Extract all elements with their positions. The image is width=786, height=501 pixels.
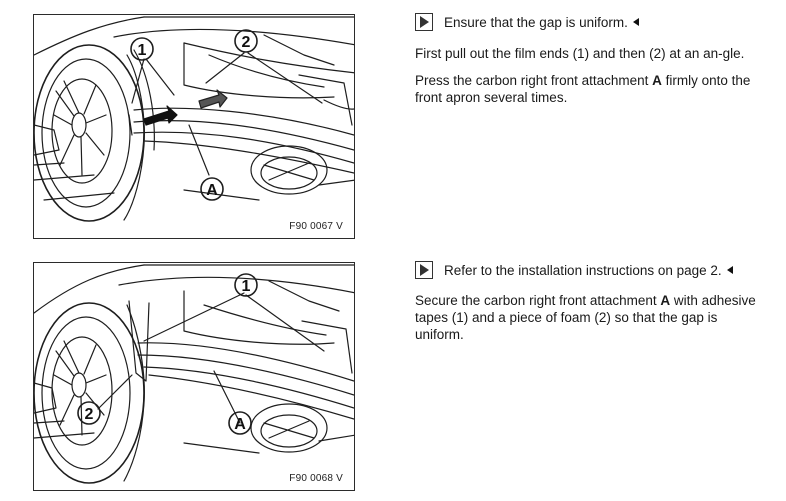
step-2-text: Refer to the installation instructions o… bbox=[415, 260, 760, 343]
instruction-paragraph: Press the carbon right front attachment … bbox=[415, 72, 760, 106]
illustration-adhesive-tapes: 1 A 2 bbox=[34, 264, 354, 484]
note-text: Ensure that the gap is uniform. bbox=[444, 14, 628, 30]
note-line: Refer to the installation instructions o… bbox=[415, 260, 760, 280]
figure-code: F90 0067 V bbox=[289, 221, 343, 232]
note-text: Refer to the installation instructions o… bbox=[444, 262, 722, 278]
play-note-icon bbox=[415, 261, 433, 279]
step-1-text: Ensure that the gap is uniform. First pu… bbox=[415, 12, 760, 106]
illustration-film-removal: 1 2 A bbox=[34, 16, 354, 222]
part-label: A bbox=[660, 293, 671, 308]
figure-code: F90 0068 V bbox=[289, 473, 343, 484]
figure-adhesive-tapes: 1 A 2 F90 0068 V bbox=[33, 262, 355, 491]
play-note-icon bbox=[415, 13, 433, 31]
callout-a-label: A bbox=[234, 416, 246, 433]
callout-2-label: 2 bbox=[242, 34, 251, 51]
paragraph-text: with adhesive tapes (1) and a piece of f… bbox=[415, 293, 756, 342]
end-marker-icon bbox=[726, 266, 733, 274]
end-marker-icon bbox=[632, 18, 639, 26]
callout-1-label: 1 bbox=[138, 42, 147, 59]
figure-film-removal: 1 2 A F90 0067 V bbox=[33, 14, 355, 239]
callout-2-label: 2 bbox=[85, 406, 94, 423]
paragraph-text: firmly onto the front apron several time… bbox=[415, 73, 751, 105]
callout-a-label: A bbox=[206, 182, 218, 199]
part-label: A bbox=[652, 73, 662, 88]
instruction-paragraph: Secure the carbon right front attachment… bbox=[415, 292, 760, 343]
paragraph-text: Secure the carbon right front attachment bbox=[415, 293, 657, 308]
callout-1-label: 1 bbox=[242, 278, 251, 295]
note-line: Ensure that the gap is uniform. bbox=[415, 12, 760, 32]
paragraph-text: Press the carbon right front attachment bbox=[415, 73, 649, 88]
instruction-paragraph: First pull out the film ends (1) and the… bbox=[415, 46, 745, 61]
